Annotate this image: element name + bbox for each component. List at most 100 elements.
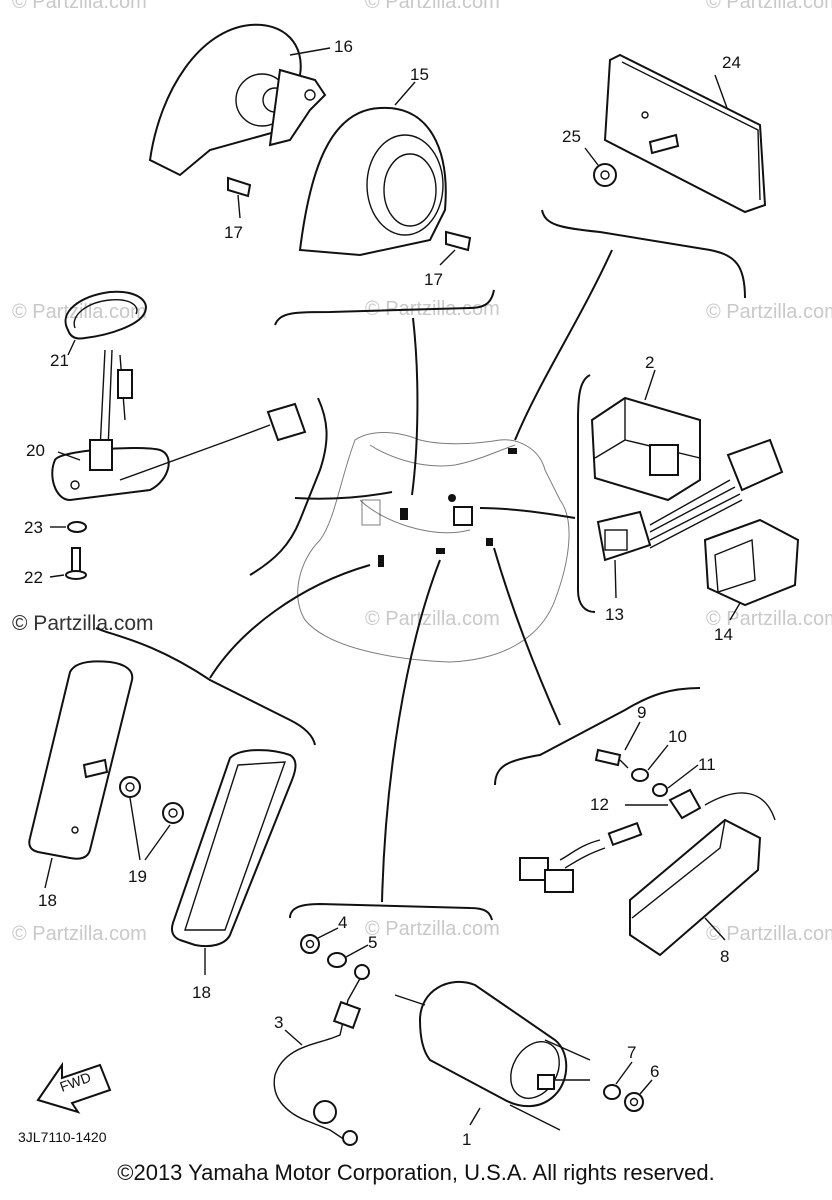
stud-24 xyxy=(648,133,680,155)
pointer-horn xyxy=(411,317,419,496)
watermark-text: © Partzilla.com xyxy=(706,608,832,630)
callout-25: 25 xyxy=(562,127,581,146)
gasket-21-inner xyxy=(73,298,138,329)
callout-11: 11 xyxy=(698,755,716,774)
watermark-text: © Partzilla.com xyxy=(12,923,147,945)
leader-17a xyxy=(237,194,241,219)
watermark-text: © Partzilla.com xyxy=(706,301,832,323)
gasket-21 xyxy=(64,290,147,340)
callout-13: 13 xyxy=(605,605,624,624)
fwd-arrow-icon xyxy=(36,1061,112,1114)
watermark-text: © Partzilla.com xyxy=(706,0,832,13)
marker-reflector xyxy=(508,448,517,454)
leader-2 xyxy=(644,369,656,401)
callout-16: 16 xyxy=(334,37,353,56)
bolt-17-right xyxy=(445,230,472,252)
callout-7: 7 xyxy=(627,1043,636,1062)
callout-17: 17 xyxy=(224,223,243,242)
bike-frame-line xyxy=(359,499,471,534)
reflector-18-right-lens xyxy=(184,761,287,931)
collar-11 xyxy=(652,783,668,797)
reflector-18-left xyxy=(28,660,134,860)
cdi-connector-1 xyxy=(519,857,549,881)
bolt-9-shaft xyxy=(619,759,629,769)
callout-6: 6 xyxy=(650,1062,659,1081)
leader-13 xyxy=(614,559,617,599)
pointer-relay xyxy=(479,507,576,519)
cdi-wires xyxy=(559,839,606,869)
leader-7 xyxy=(615,1061,633,1085)
callout-22: 22 xyxy=(24,568,43,587)
leader-20 xyxy=(57,451,81,461)
watermark-text: © Partzilla.com xyxy=(12,0,147,13)
nut-19-a-hole xyxy=(125,782,135,792)
nut-4 xyxy=(300,934,320,954)
leader-1 xyxy=(469,1107,481,1126)
lead-3-terminal-bottom xyxy=(342,1130,358,1146)
screw-22-head xyxy=(65,570,87,580)
cdi-connector-2 xyxy=(544,869,574,893)
washer-23 xyxy=(67,521,87,533)
watermark-text: © Partzilla.com xyxy=(365,918,500,940)
washer-7 xyxy=(603,1084,621,1100)
sender-20-lead xyxy=(119,424,271,481)
coupler-14-window xyxy=(714,538,756,593)
leader-21 xyxy=(67,339,76,356)
leader-22 xyxy=(49,574,65,578)
callout-18: 18 xyxy=(38,891,57,910)
lead-3-cap xyxy=(313,1100,337,1124)
callout-8: 8 xyxy=(720,947,729,966)
starter-relay-1 xyxy=(418,980,568,1108)
pointer-rear-reflector xyxy=(514,249,613,441)
bracket-cdi-group xyxy=(494,687,701,786)
horn-body-2 xyxy=(298,106,447,257)
pointer-cdi xyxy=(493,547,561,726)
sender-wires xyxy=(99,349,126,451)
leader-11 xyxy=(667,764,699,789)
leader-19 xyxy=(129,797,171,861)
marker-starter xyxy=(436,548,445,554)
rear-reflector-group: 24 25 xyxy=(541,53,767,299)
pointer-lines xyxy=(209,249,613,903)
pointer-fuel-sender xyxy=(294,491,393,500)
reflector-24-hole xyxy=(641,111,649,119)
horn-face-2 xyxy=(366,134,444,236)
motorcycle-silhouette xyxy=(274,289,570,663)
pointer-starter xyxy=(381,559,441,903)
side-reflector-group: 18 19 18 xyxy=(28,627,316,1002)
callout-9: 9 xyxy=(637,703,646,722)
pointer-side-reflector xyxy=(209,564,371,679)
cdi-sleeve xyxy=(607,821,643,847)
callout-10: 10 xyxy=(668,727,687,746)
nut-4-hole xyxy=(305,939,315,949)
leader-10 xyxy=(647,744,669,771)
watermark-text: © Partzilla.com xyxy=(365,608,500,630)
cdi-group: 9 10 11 12 8 xyxy=(494,687,776,966)
lead-wire-3 xyxy=(273,974,363,1141)
washer-10 xyxy=(631,768,649,782)
bike-panel xyxy=(361,499,381,526)
starter-1-studs xyxy=(394,994,591,1131)
bike-tank-line xyxy=(369,444,516,467)
bike-outline xyxy=(297,432,570,663)
marker-horn xyxy=(400,508,408,520)
leader-5 xyxy=(345,944,369,958)
callout-18: 18 xyxy=(192,983,211,1002)
marker-side-reflector xyxy=(378,555,384,567)
watermark-text: © Partzilla.com xyxy=(365,0,500,13)
fuel-sender-group: 21 20 23 22 xyxy=(24,290,328,587)
bracket-relay xyxy=(577,374,596,613)
leader-6 xyxy=(639,1079,653,1095)
bracket-side-reflector xyxy=(95,627,316,746)
washer-5 xyxy=(327,952,347,968)
cdi-8-lead xyxy=(704,792,776,821)
callout-20: 20 xyxy=(26,441,45,460)
callout-3: 3 xyxy=(274,1013,283,1032)
watermark-text: © Partzilla.com xyxy=(706,923,832,945)
fwd-arrow: FWD xyxy=(36,1061,112,1114)
bracket-horn xyxy=(274,289,495,326)
lead-3-terminal-top xyxy=(354,964,370,980)
coupler-13-pins xyxy=(604,529,628,551)
coupler-14 xyxy=(703,518,800,607)
